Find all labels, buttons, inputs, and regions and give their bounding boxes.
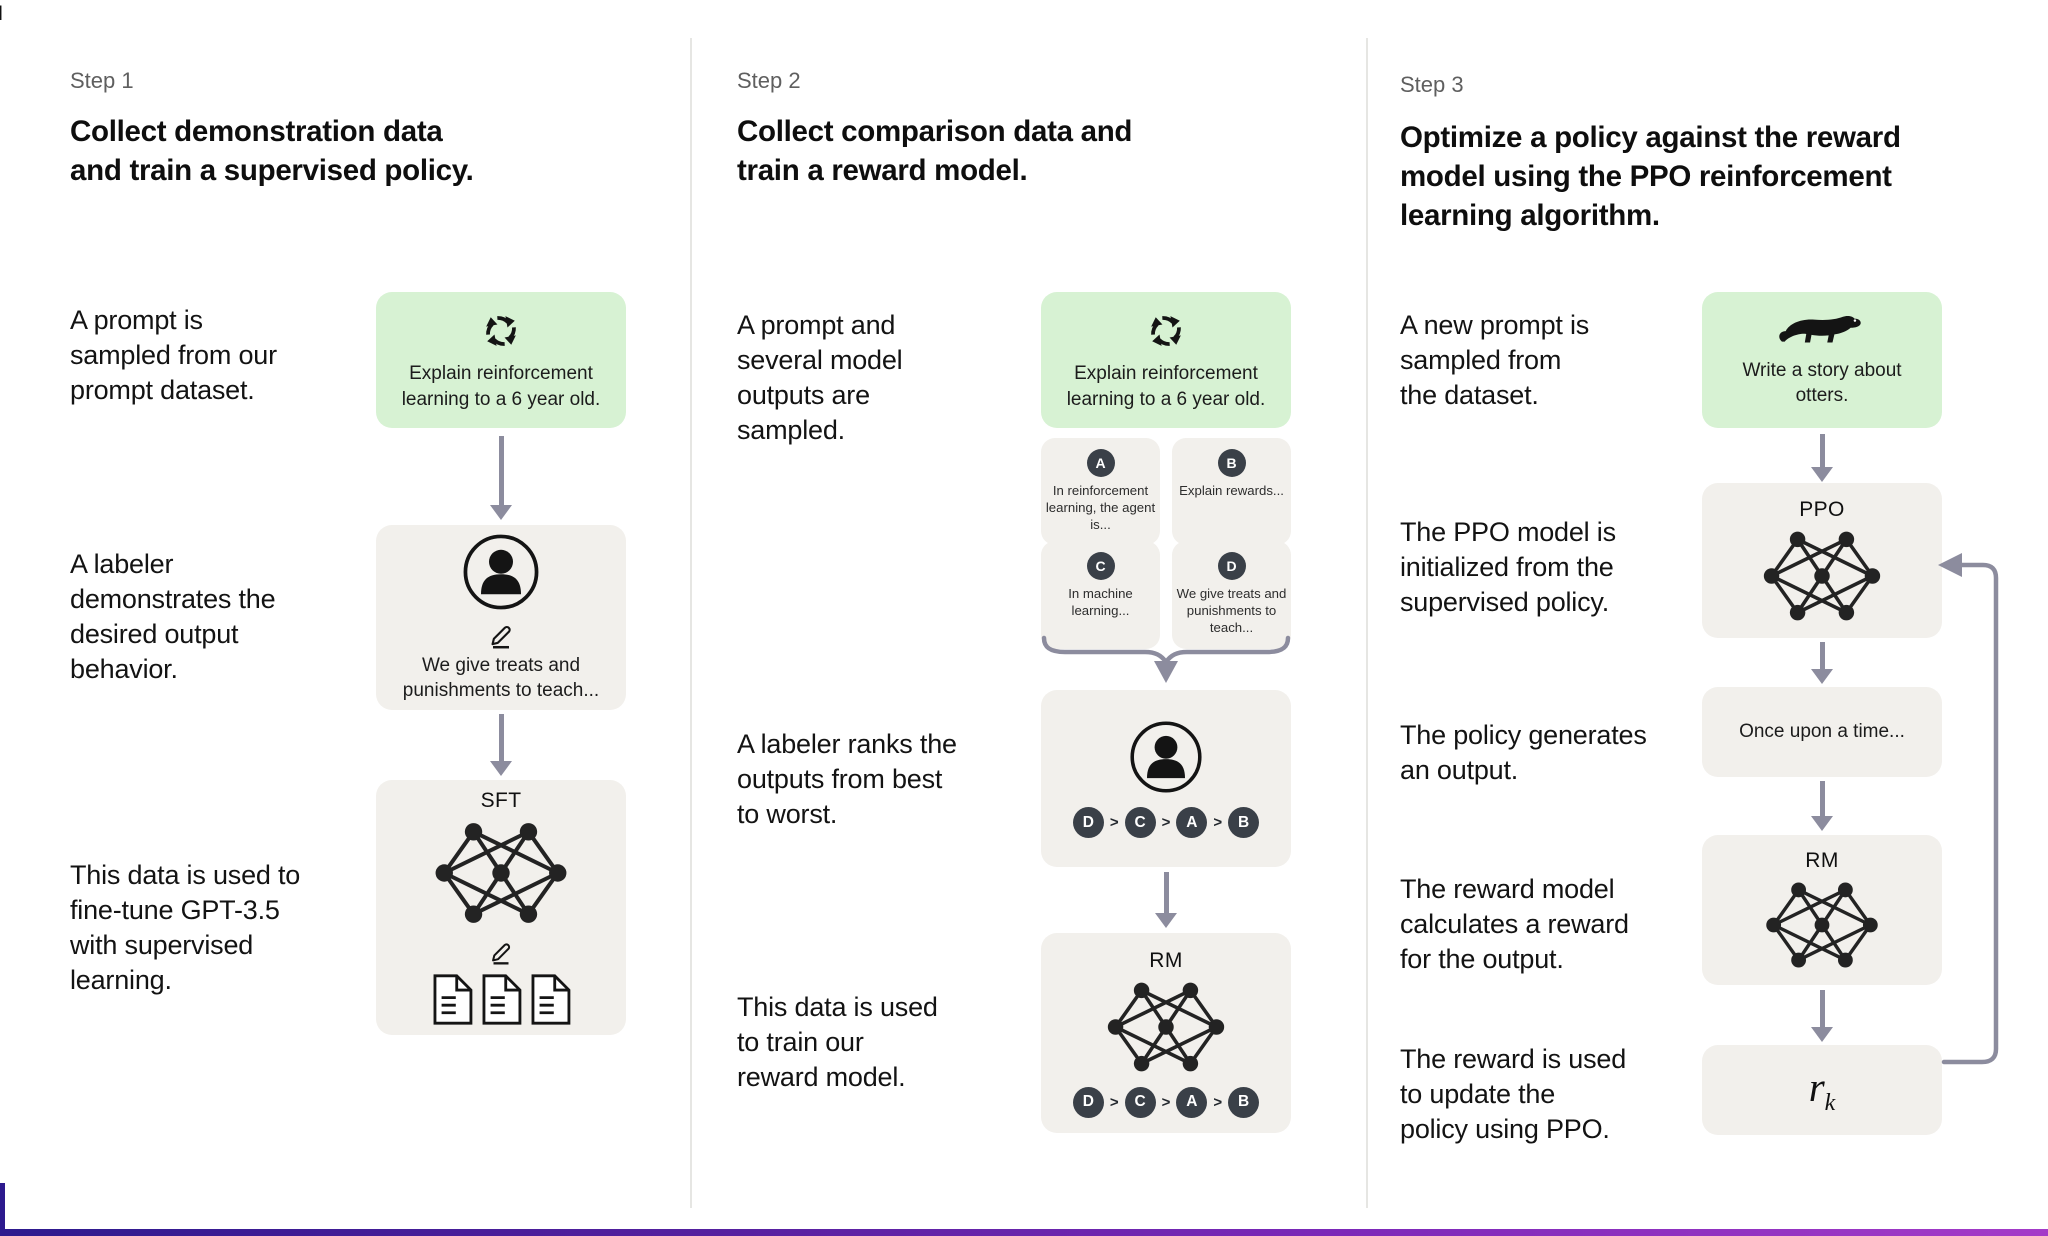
output-box-c: C In machine learning... [1041, 541, 1160, 649]
output-box-a: A In reinforcement learning, the agent i… [1041, 438, 1160, 545]
labeler-box: We give treats and punishments to teach.… [376, 525, 626, 710]
prompt-box: Explain reinforcement learning to a 6 ye… [1041, 292, 1291, 428]
document-icon [528, 973, 572, 1026]
column-divider [1366, 38, 1368, 1208]
ranking-row: D > C > A > B [1072, 807, 1260, 838]
output-box-b: B Explain rewards... [1172, 438, 1291, 545]
clipped-text-fragment: N [0, 2, 3, 26]
rank-separator: > [1213, 814, 1223, 831]
prompt-text: Explain reinforcement learning to a 6 ye… [401, 363, 601, 410]
output-text: In reinforcement learning, the agent is.… [1045, 483, 1156, 532]
brace-arrow [1041, 635, 1291, 683]
down-arrow [1810, 781, 1834, 831]
step-title: Collect demonstration data and train a s… [70, 115, 474, 188]
cycle-icon [478, 308, 524, 354]
cycle-icon [1143, 308, 1189, 354]
caption: A prompt is sampled from our prompt data… [70, 305, 277, 406]
otter-icon [1776, 312, 1868, 354]
rank-badge: D [1072, 1086, 1104, 1118]
model-label: SFT [480, 789, 522, 812]
reward-symbol: rk [1808, 1063, 1836, 1117]
bottom-gradient-bar [0, 1229, 2048, 1236]
rank-badge: A [1176, 807, 1208, 838]
caption: A new prompt is sampled from the dataset… [1400, 310, 1590, 411]
model-label: RM [1805, 849, 1839, 872]
output-text: We give treats and punishments to teach.… [1176, 586, 1287, 635]
output-text: Explain rewards... [1179, 483, 1284, 498]
ranking-box: D > C > A > B [1041, 690, 1291, 867]
down-arrow [1810, 642, 1834, 684]
labeler-text: We give treats and punishments to teach.… [402, 654, 600, 701]
pencil-icon [485, 617, 517, 649]
output-letter-badge: D [1217, 552, 1246, 580]
feedback-loop-arrow [1938, 553, 1999, 1065]
model-label: PPO [1799, 497, 1845, 521]
policy-output-box: Once upon a time... [1702, 687, 1942, 777]
down-arrow [1810, 990, 1834, 1042]
output-letter-badge: A [1086, 449, 1115, 477]
prompt-text: Write a story about otters. [1742, 359, 1902, 406]
down-arrow [489, 714, 513, 776]
down-arrow [1810, 434, 1834, 482]
caption: This data is used to train our reward mo… [737, 992, 938, 1093]
step-label: Step 2 [737, 68, 801, 93]
caption: A labeler demonstrates the desired outpu… [70, 549, 276, 685]
step-title: Collect comparison data and train a rewa… [737, 115, 1133, 188]
documents-icon [430, 973, 572, 1026]
ranking-row: D > C > A > B [1072, 1086, 1260, 1118]
caption: This data is used to fine-tune GPT-3.5 w… [70, 860, 301, 996]
neural-network-icon [430, 819, 572, 927]
output-letter-badge: C [1086, 552, 1115, 580]
output-letter-badge: B [1217, 449, 1246, 477]
rank-separator: > [1161, 1093, 1171, 1111]
neural-network-icon [1759, 528, 1885, 624]
document-icon [430, 973, 474, 1026]
prompt-box: Explain reinforcement learning to a 6 ye… [376, 292, 626, 428]
pencil-icon [486, 935, 516, 965]
caption: The reward model calculates a reward for… [1400, 874, 1629, 975]
rank-badge: B [1228, 1086, 1260, 1118]
document-icon [479, 973, 523, 1026]
rank-badge: C [1124, 1086, 1156, 1118]
rm-model-box: RM [1702, 835, 1942, 985]
window-border-left [0, 1183, 5, 1236]
rank-badge: B [1228, 807, 1260, 838]
rank-badge: C [1124, 807, 1156, 838]
policy-output-text: Once upon a time... [1739, 721, 1905, 743]
column-divider [690, 38, 692, 1208]
neural-network-icon [1761, 879, 1883, 971]
neural-network-icon [1102, 979, 1230, 1075]
model-label: RM [1149, 948, 1183, 972]
rank-separator: > [1161, 814, 1171, 831]
rank-badge: D [1072, 807, 1104, 838]
rank-separator: > [1213, 1093, 1223, 1111]
caption: A labeler ranks the outputs from best to… [737, 729, 957, 830]
output-text: In machine learning... [1068, 586, 1133, 618]
rm-model-box: RM D > C > A > B [1041, 933, 1291, 1133]
caption: The PPO model is initialized from the su… [1400, 517, 1616, 618]
caption: The policy generates an output. [1400, 720, 1647, 786]
down-arrow [489, 436, 513, 520]
person-icon [1128, 719, 1204, 795]
rank-badge: A [1176, 1086, 1208, 1118]
person-icon [461, 532, 541, 612]
rank-separator: > [1109, 814, 1119, 831]
prompt-box: Write a story about otters. [1702, 292, 1942, 428]
caption: The reward is used to update the policy … [1400, 1044, 1627, 1145]
down-arrow [1154, 872, 1178, 928]
prompt-text: Explain reinforcement learning to a 6 ye… [1066, 363, 1266, 410]
rank-separator: > [1109, 1093, 1119, 1111]
reward-box: rk [1702, 1045, 1942, 1135]
sft-model-box: SFT [376, 780, 626, 1035]
step-title: Optimize a policy against the reward mod… [1400, 121, 1901, 233]
output-box-d: D We give treats and punishments to teac… [1172, 541, 1291, 649]
caption: A prompt and several model outputs are s… [737, 310, 903, 446]
step-label: Step 3 [1400, 72, 1464, 97]
ppo-model-box: PPO [1702, 483, 1942, 638]
step-label: Step 1 [70, 68, 134, 93]
